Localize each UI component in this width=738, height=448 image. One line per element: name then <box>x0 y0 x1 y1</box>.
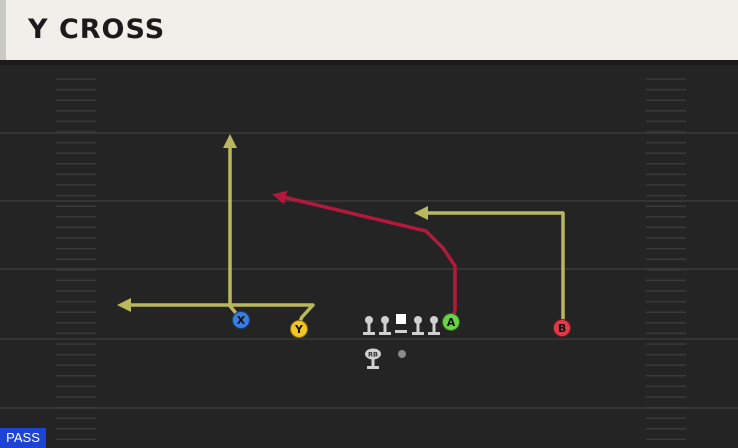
lineman-rg <box>412 316 424 335</box>
receiver-x[interactable]: X <box>232 311 250 329</box>
header-divider <box>0 60 738 65</box>
route-x-vertical <box>223 134 242 320</box>
hash-marks <box>56 78 686 441</box>
quarterback-dot <box>398 350 406 358</box>
receiver-y-label: Y <box>294 323 304 336</box>
offensive-line <box>363 314 440 335</box>
lineman-lt <box>363 316 375 335</box>
play-header: Y CROSS <box>0 0 738 60</box>
route-a-primary <box>272 190 457 321</box>
lineman-lg <box>379 316 391 335</box>
running-back: RB <box>365 348 381 369</box>
receiver-a[interactable]: A <box>442 313 460 331</box>
lineman-c <box>395 314 407 333</box>
receiver-x-label: X <box>237 314 246 327</box>
yard-lines <box>0 132 738 409</box>
route-b-in <box>414 206 565 326</box>
play-type-badge: PASS <box>0 428 46 448</box>
route-y-cross <box>117 298 315 327</box>
receiver-b[interactable]: B <box>553 319 571 337</box>
receiver-b-label: B <box>558 322 566 335</box>
rb-label: RB <box>368 351 378 359</box>
receiver-y[interactable]: Y <box>290 320 308 338</box>
lineman-rt <box>428 316 440 335</box>
play-title: Y CROSS <box>28 14 166 45</box>
receiver-a-label: A <box>447 316 456 329</box>
